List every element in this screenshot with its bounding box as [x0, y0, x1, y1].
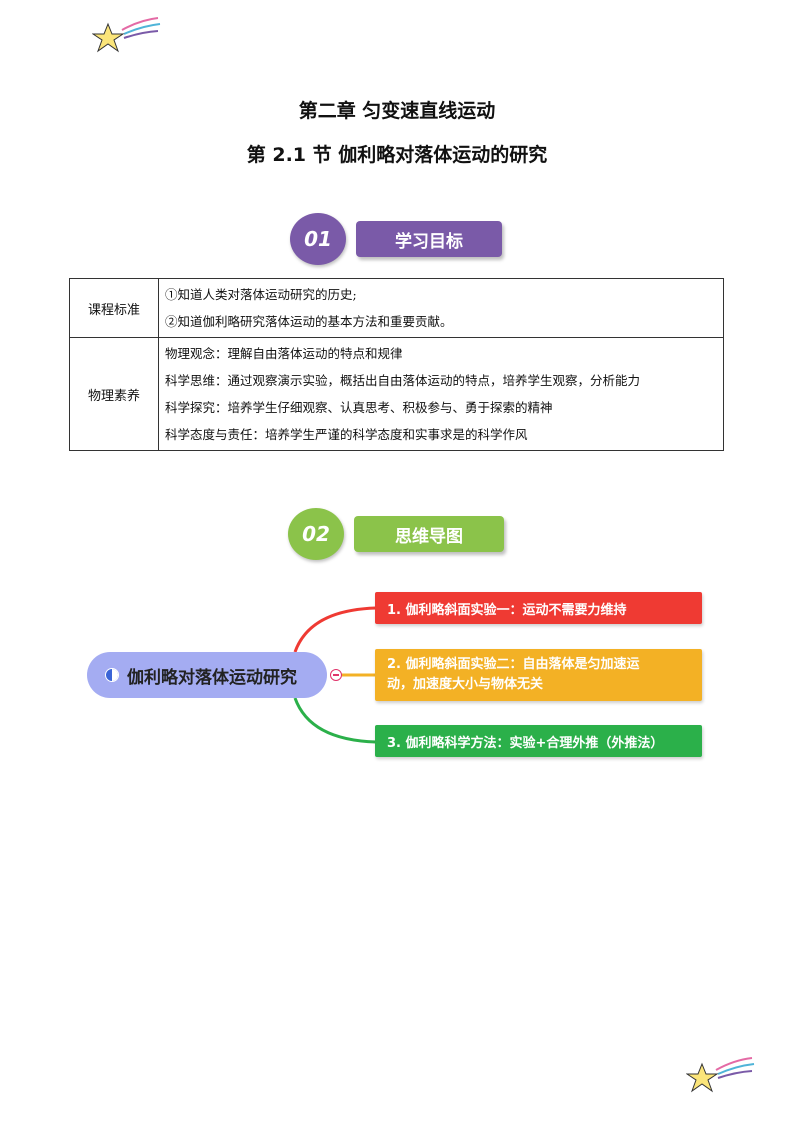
shooting-star-icon — [686, 1057, 755, 1093]
goal-line: 物理观念：理解自由落体运动的特点和规律 — [165, 346, 403, 361]
goals-table: 课程标准 ①知道人类对落体运动研究的历史; ②知道伽利略研究落体运动的基本方法和… — [69, 278, 724, 451]
section-label: 思维导图 — [354, 516, 504, 552]
section-number-badge: 02 — [288, 508, 344, 560]
root-node-label: 伽利略对落体运动研究 — [127, 667, 297, 688]
mindmap-root-node[interactable]: 伽利略对落体运动研究 — [87, 652, 327, 698]
shooting-star-icon — [92, 17, 161, 53]
goal-line: 科学思维：通过观察演示实验，概括出自由落体运动的特点，培养学生观察，分析能力 — [165, 373, 641, 388]
goal-line: 科学态度与责任：培养学生严谨的科学态度和实事求是的科学作风 — [165, 427, 528, 442]
row-content: 物理观念：理解自由落体运动的特点和规律 科学思维：通过观察演示实验，概括出自由落… — [158, 337, 724, 451]
row-content: ①知道人类对落体运动研究的历史; ②知道伽利略研究落体运动的基本方法和重要贡献。 — [158, 278, 724, 338]
branch-label: 3. 伽利略科学方法：实验+合理外推（外推法） — [387, 735, 664, 751]
goal-line: ②知道伽利略研究落体运动的基本方法和重要贡献。 — [165, 314, 453, 329]
goal-line: ①知道人类对落体运动研究的历史; — [165, 287, 357, 302]
section-title: 第 2.1 节 伽利略对落体运动的研究 — [246, 144, 548, 166]
branch-label: 2. 伽利略斜面实验二：自由落体是匀加速运 — [387, 657, 640, 672]
root-node-icon — [105, 668, 119, 682]
mindmap-branch-node[interactable]: 3. 伽利略科学方法：实验+合理外推（外推法） — [375, 725, 702, 757]
section-number-badge: 01 — [290, 213, 346, 265]
mindmap-branch-node[interactable]: 1. 伽利略斜面实验一：运动不需要力维持 — [375, 592, 702, 624]
mindmap-branch-node[interactable]: 2. 伽利略斜面实验二：自由落体是匀加速运 动，加速度大小与物体无关 — [375, 649, 702, 701]
goal-line: 科学探究：培养学生仔细观察、认真思考、积极参与、勇于探索的精神 — [165, 400, 553, 415]
branch-label: 动，加速度大小与物体无关 — [387, 677, 544, 692]
branch-label: 1. 伽利略斜面实验一：运动不需要力维持 — [387, 602, 627, 618]
table-row: 课程标准 ①知道人类对落体运动研究的历史; ②知道伽利略研究落体运动的基本方法和… — [69, 278, 724, 338]
chapter-title: 第二章 匀变速直线运动 — [298, 100, 496, 122]
table-row: 物理素养 物理观念：理解自由落体运动的特点和规律 科学思维：通过观察演示实验，概… — [69, 337, 724, 451]
collapse-toggle-icon[interactable] — [330, 669, 342, 681]
section-label: 学习目标 — [356, 221, 502, 257]
row-heading: 物理素养 — [69, 337, 159, 451]
row-heading: 课程标准 — [69, 278, 159, 338]
